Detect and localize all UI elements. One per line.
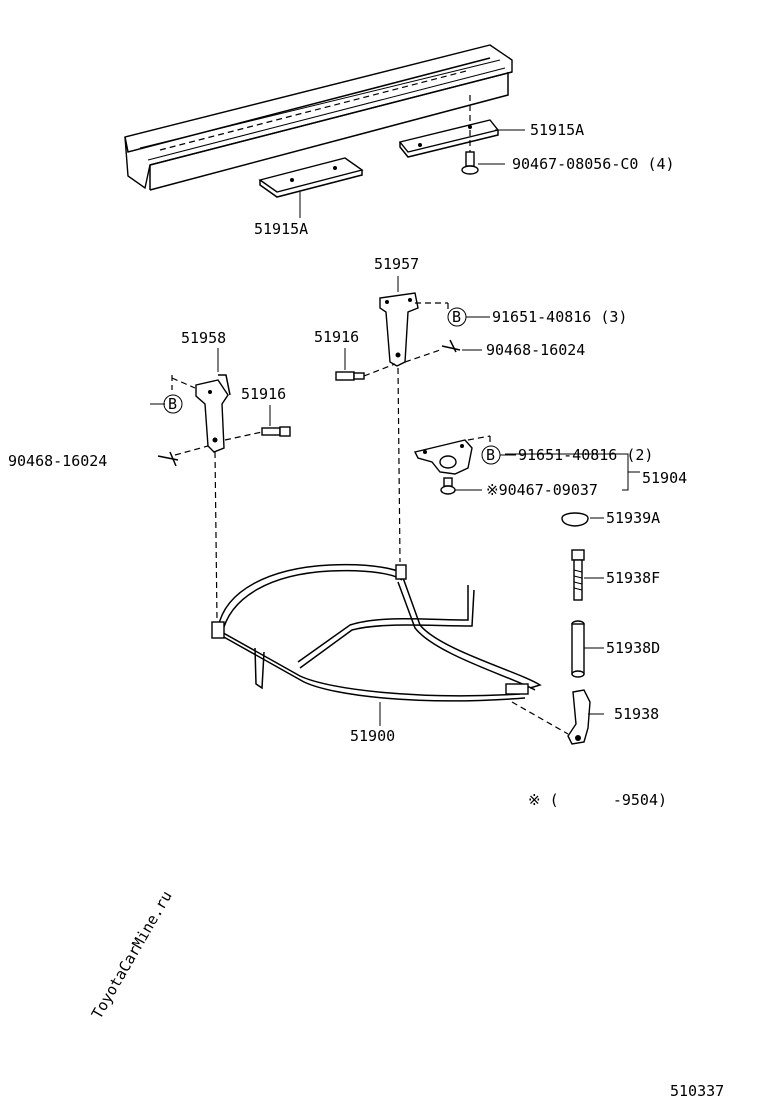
marker-b-lower: B	[481, 445, 501, 465]
label-51915a-left: 51915A	[254, 220, 308, 238]
pin-left	[157, 451, 179, 467]
watermark: ToyotaCarMine.ru	[88, 888, 176, 1022]
label-51915a-right: 51915A	[530, 121, 584, 139]
pin-right	[441, 339, 461, 353]
label-90468-16024-right: 90468-16024	[486, 341, 585, 359]
svg-text:B: B	[486, 446, 495, 464]
svg-text:B: B	[168, 395, 177, 413]
label-51958: 51958	[181, 329, 226, 347]
bolt-51916-right	[335, 371, 365, 381]
label-51939a: 51939A	[606, 509, 660, 527]
label-91651-40816-3: 91651-40816 (3)	[492, 308, 627, 326]
long-bolt-icon	[571, 549, 585, 601]
label-51938f: 51938F	[606, 569, 660, 587]
label-90467-09037: ※90467-09037	[486, 481, 598, 499]
diagram-code: 510337	[670, 1082, 724, 1100]
lock-icon	[567, 689, 591, 745]
spare-tire-carrier	[211, 563, 542, 702]
label-51904: 51904	[642, 469, 687, 487]
marker-b-upper: B	[447, 307, 467, 327]
spacer-plate-right	[398, 119, 500, 158]
label-51916-right: 51916	[314, 328, 359, 346]
cap-icon	[561, 512, 589, 527]
spacer-plate-left	[258, 157, 364, 198]
label-51938d: 51938D	[606, 639, 660, 657]
clamp-assembly	[413, 439, 473, 475]
label-51900: 51900	[350, 727, 395, 745]
label-51916-left: 51916	[241, 385, 286, 403]
label-90468-16024-left: 90468-16024	[8, 452, 107, 470]
label-51938: 51938	[614, 705, 659, 723]
hanger-bracket-right	[379, 292, 419, 367]
hanger-bracket-left	[195, 374, 231, 453]
footnote: ※ ( -9504)	[528, 791, 667, 809]
label-51957: 51957	[374, 255, 419, 273]
frame-crossmember	[124, 44, 513, 191]
sleeve-icon	[571, 620, 585, 678]
marker-b-left: B	[163, 394, 183, 414]
bolt-icon	[461, 151, 479, 175]
bolt-51916-left	[261, 426, 291, 437]
screw-icon	[440, 477, 456, 495]
svg-text:B: B	[452, 308, 461, 326]
label-91651-40816-2: 91651-40816 (2)	[518, 446, 653, 464]
label-90467-08056: 90467-08056-C0 (4)	[512, 155, 675, 173]
